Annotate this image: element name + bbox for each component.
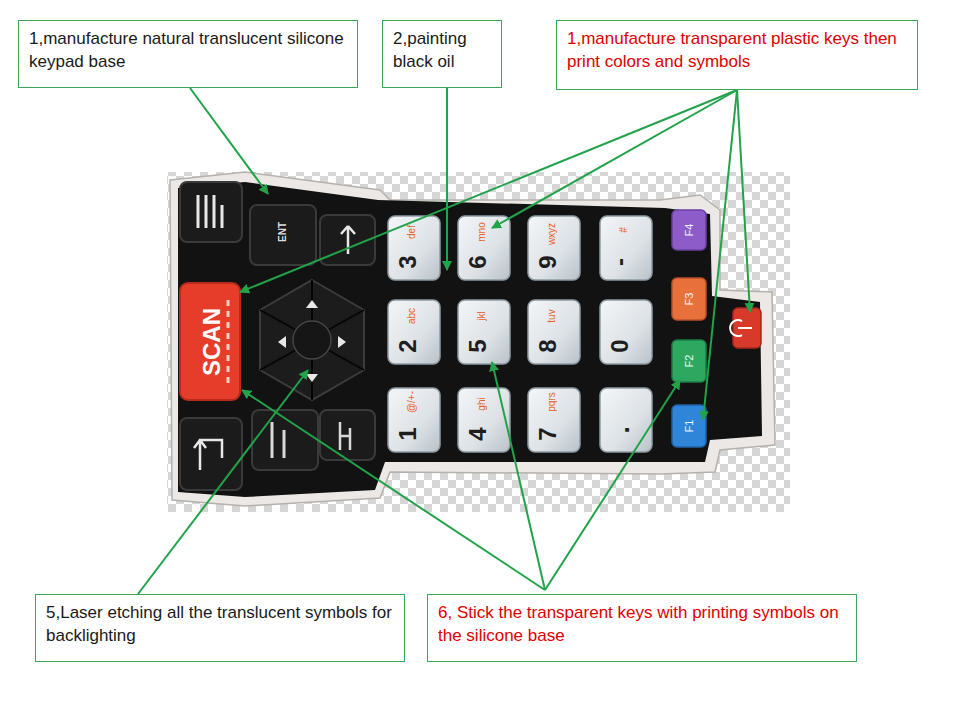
arrow-glyph — [278, 336, 286, 348]
navigation-pad — [260, 280, 364, 400]
key-legend: jkl — [477, 311, 487, 320]
callout-text: 6, Stick the transparent keys with print… — [438, 601, 846, 648]
f1-key — [672, 405, 706, 447]
callout-box: 6, Stick the transparent keys with print… — [427, 594, 857, 662]
number-key — [528, 300, 580, 364]
f3-key — [672, 278, 706, 320]
mode-glyph — [272, 422, 284, 458]
key-legend: F4 — [684, 224, 695, 237]
number-key — [528, 216, 580, 280]
f2-key — [672, 340, 706, 382]
callout-text: 2,painting black oil — [393, 27, 491, 74]
number-key — [600, 388, 652, 452]
callout-box: 2,painting black oil — [382, 20, 502, 88]
key-legend: 9 — [536, 255, 560, 268]
language-key — [320, 410, 375, 460]
leader-arrow — [703, 90, 737, 420]
leader-arrow — [545, 380, 680, 590]
key-legend: abc — [407, 308, 417, 324]
menu-glyph — [198, 195, 222, 228]
key-legend: F1 — [684, 420, 695, 433]
number-key — [458, 216, 510, 280]
key-legend: ghi — [477, 397, 487, 410]
number-key — [600, 216, 652, 280]
number-key — [528, 388, 580, 452]
number-key — [388, 216, 440, 280]
key-legend: SCAN — [200, 308, 224, 376]
leader-arrow — [242, 390, 545, 590]
power-glyph — [738, 327, 752, 329]
leader-arrow — [492, 90, 737, 228]
arrow-glyph — [338, 336, 346, 348]
number-key — [458, 388, 510, 452]
leader-arrow — [737, 90, 750, 312]
number-key — [388, 300, 440, 364]
leader-arrow — [240, 90, 737, 292]
navigation-center — [293, 321, 331, 359]
power-key — [733, 308, 761, 348]
number-key — [600, 300, 652, 364]
enter-key — [250, 205, 316, 265]
language-glyph — [340, 422, 350, 450]
key-legend: pqrs — [547, 392, 557, 411]
return-glyph — [194, 440, 222, 470]
callout-text: 1,manufacture transparent plastic keys t… — [567, 27, 907, 74]
return-key — [180, 418, 242, 490]
navigation-seams — [260, 280, 364, 400]
key-legend: . — [607, 426, 633, 433]
key-legend: 5 — [466, 339, 490, 352]
f4-key — [672, 210, 706, 250]
scan-key-dots — [227, 300, 230, 384]
key-legend: F3 — [684, 293, 695, 306]
key-legend: 3 — [396, 255, 420, 268]
callout-text: 1,manufacture natural translucent silico… — [29, 27, 347, 74]
leader-arrows — [138, 88, 750, 594]
key-legend: 2 — [396, 339, 420, 352]
key-legend: 7 — [536, 427, 560, 440]
leader-arrow — [138, 370, 308, 594]
transparency-backdrop — [167, 172, 790, 512]
key-legend: 4 — [466, 427, 490, 440]
key-legend: 6 — [466, 255, 490, 268]
callout-box: 1,manufacture transparent plastic keys t… — [556, 20, 918, 90]
leader-arrow — [190, 88, 268, 194]
key-legend: 0 — [608, 339, 632, 352]
key-legend: @/+- — [407, 391, 417, 413]
callout-box: 5,Laser etching all the translucent symb… — [35, 594, 405, 662]
key-legend: ENT — [278, 222, 288, 242]
leader-arrow — [492, 362, 545, 590]
arrow-glyph — [306, 300, 318, 308]
menu-key — [180, 182, 242, 242]
leader-arrow — [446, 88, 448, 270]
key-legend: # — [619, 227, 629, 233]
callout-box: 1,manufacture natural translucent silico… — [18, 20, 358, 88]
number-key — [458, 300, 510, 364]
number-keys — [388, 216, 652, 452]
key-legend: 1 — [396, 427, 420, 440]
callout-text: 5,Laser etching all the translucent symb… — [46, 601, 394, 648]
number-key — [388, 388, 440, 452]
key-legend: mno — [477, 222, 487, 241]
silicone-base — [170, 172, 775, 506]
black-paint — [178, 182, 762, 497]
key-legend: 8 — [536, 339, 560, 352]
scan-key — [180, 283, 240, 400]
key-legend: F2 — [684, 355, 695, 368]
key-legend: tuv — [547, 309, 557, 322]
key-legend: - — [608, 258, 632, 266]
arrow-glyph — [306, 374, 318, 382]
key-legend: def — [407, 225, 417, 239]
key-legend: wxyz — [547, 223, 557, 245]
